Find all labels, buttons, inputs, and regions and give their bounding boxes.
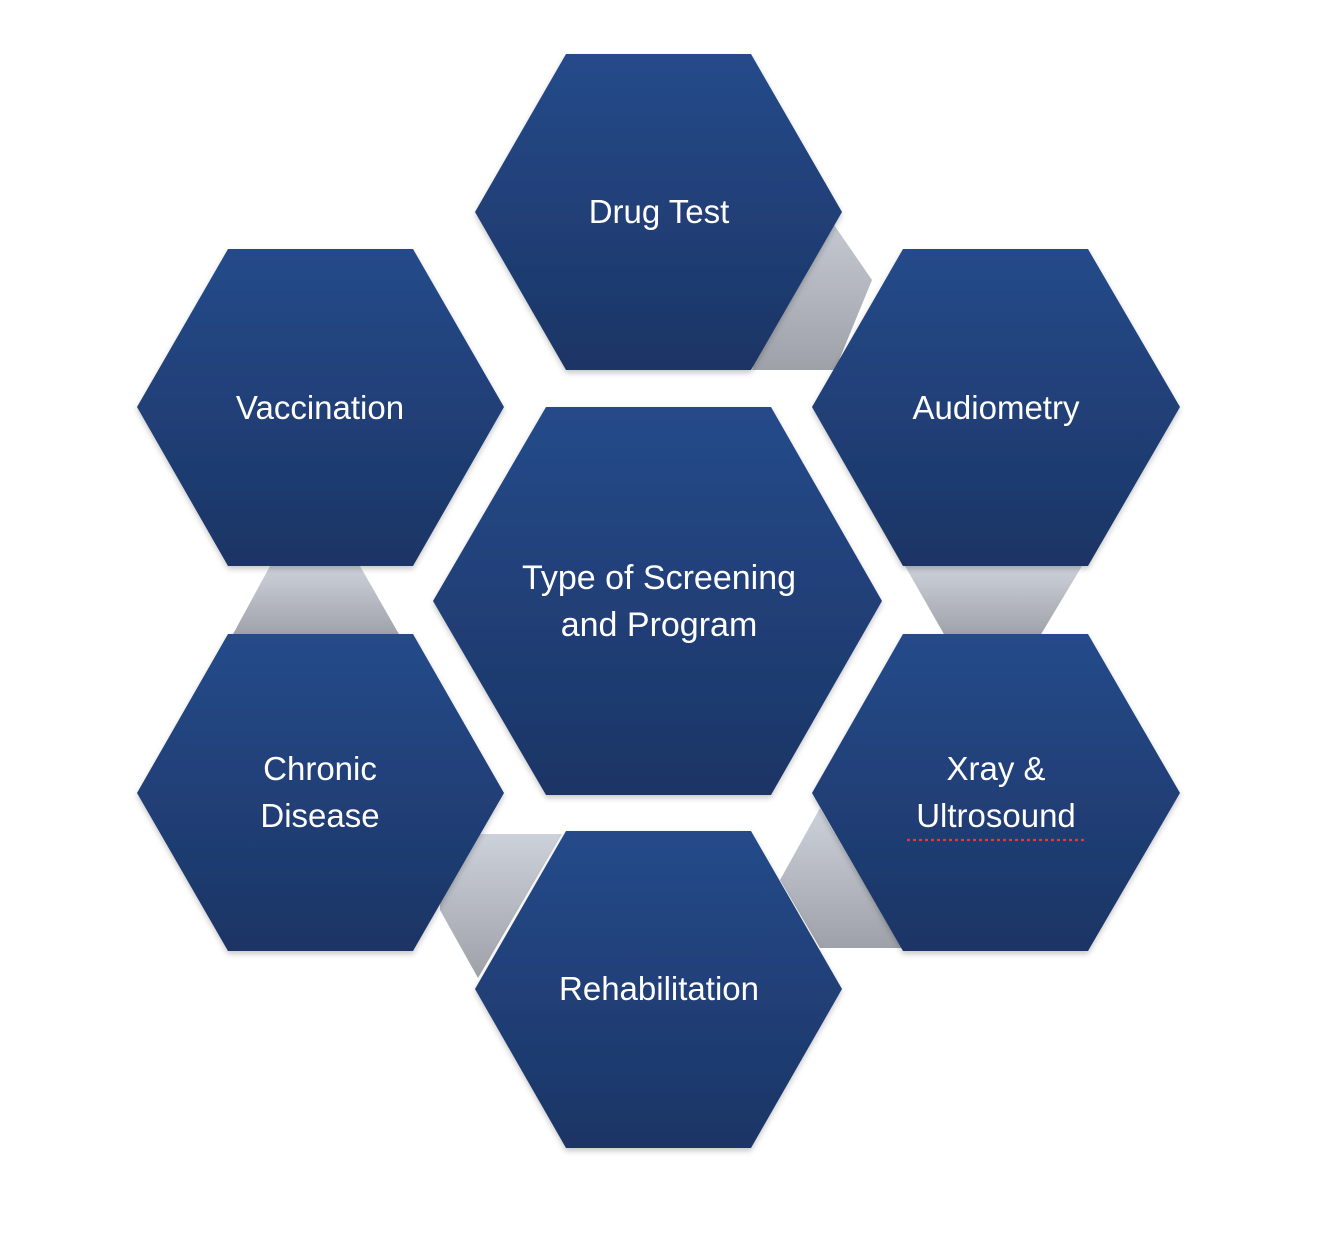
center-label-line2: and Program (561, 606, 758, 644)
hexagon-drug-test (475, 54, 842, 370)
label-xray-line2: Ultrosound (916, 797, 1076, 834)
connector-drugtest-audiometry (752, 190, 872, 370)
label-xray-line1: Xray & (946, 750, 1045, 787)
hexagon-vaccination (137, 249, 504, 566)
label-drug-test: Drug Test (589, 193, 730, 230)
hexagon-audiometry (812, 249, 1180, 566)
label-chronic-line2: Disease (260, 797, 379, 834)
hexagons (137, 54, 1180, 1148)
hexagon-center (433, 407, 882, 795)
connector-rehabilitation-chronic (440, 834, 562, 978)
connectors (232, 190, 1082, 978)
label-audiometry: Audiometry (913, 389, 1080, 426)
labels: Drug Test Audiometry Xray & Ultrosound R… (236, 193, 1086, 1007)
connector-audiometry-xray (905, 566, 1082, 636)
hexagon-xray-ultrasound (812, 634, 1180, 951)
label-chronic-line1: Chronic (263, 750, 377, 787)
label-rehabilitation: Rehabilitation (559, 970, 759, 1007)
connector-chronic-vaccination (232, 566, 400, 636)
label-vaccination: Vaccination (236, 389, 404, 426)
hexagon-rehabilitation (475, 831, 842, 1148)
hexagon-chronic-disease (137, 634, 504, 951)
connector-xray-rehabilitation (780, 808, 902, 948)
center-label-line1: Type of Screening (522, 559, 796, 597)
